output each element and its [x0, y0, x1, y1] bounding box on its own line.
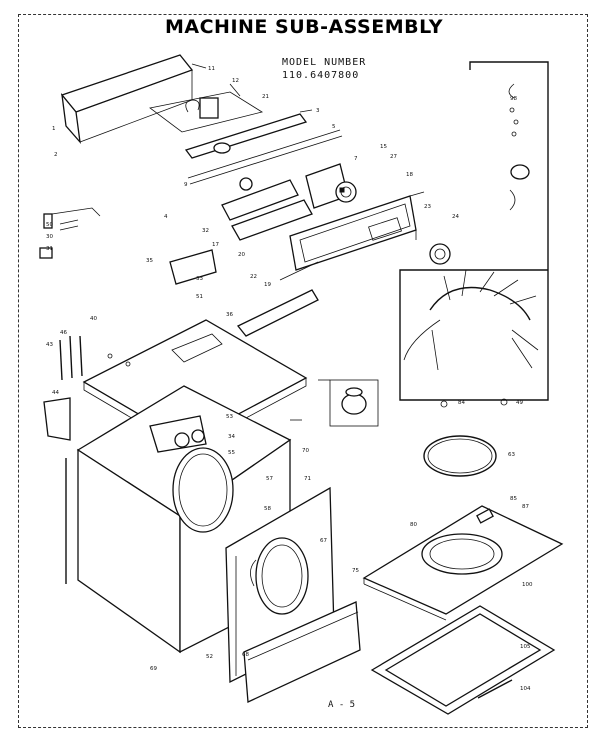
harness-bracket	[149, 91, 264, 133]
console-rear-panel	[60, 54, 194, 145]
callout-36: 36	[226, 312, 233, 318]
callout-100: 100	[522, 582, 533, 588]
toe-kick-panel	[243, 601, 361, 703]
callout-57: 57	[266, 476, 273, 482]
callout-21: 21	[262, 94, 269, 100]
callout-5: 5	[332, 124, 336, 130]
callout-33: 33	[196, 276, 203, 282]
control-components	[213, 142, 357, 241]
callout-69: 69	[150, 666, 157, 672]
callout-32: 32	[202, 228, 209, 234]
left-fasteners	[43, 335, 83, 441]
callout-71: 71	[304, 476, 311, 482]
model-number-label: MODEL NUMBER	[282, 57, 367, 68]
drain-filter	[329, 379, 379, 427]
diagram-title: MACHINE SUB-ASSEMBLY	[165, 16, 443, 38]
wiring-harness	[403, 269, 539, 408]
callout-40: 40	[90, 316, 97, 322]
control-panel	[289, 195, 451, 271]
callout-17: 17	[212, 242, 219, 248]
callout-labels: 11 12 21 3 5 7 15 27 18 24 23 32 17 20 2…	[46, 66, 533, 692]
callout-20: 20	[238, 252, 245, 258]
hardware-inset	[399, 61, 549, 401]
callout-70: 70	[302, 448, 309, 454]
callout-63: 63	[508, 452, 515, 458]
callout-7: 7	[354, 156, 358, 162]
callout-67: 67	[320, 538, 327, 544]
access-door-assembly	[362, 505, 564, 621]
console-end-bracket	[169, 249, 319, 337]
callout-11: 11	[208, 66, 215, 72]
callout-1: 1	[52, 126, 56, 132]
callout-35: 35	[146, 258, 153, 264]
callout-84: 84	[458, 400, 465, 406]
door-seal-ring	[423, 435, 497, 477]
sheet-border	[18, 14, 588, 728]
callout-34: 34	[228, 434, 235, 440]
callout-75: 75	[352, 568, 359, 574]
callout-24: 24	[452, 214, 459, 220]
callout-85: 85	[510, 496, 517, 502]
callout-98: 98	[510, 96, 517, 102]
callout-3: 3	[316, 108, 320, 114]
callout-50: 50	[46, 222, 53, 228]
callout-19: 19	[264, 282, 271, 288]
door-frame	[370, 605, 556, 715]
callout-leaders	[191, 63, 425, 421]
callout-22: 22	[250, 274, 257, 280]
callout-23: 23	[424, 204, 431, 210]
page-reference: A - 5	[328, 700, 356, 710]
callout-52: 52	[206, 654, 213, 660]
callout-12: 12	[232, 78, 239, 84]
callout-55: 55	[228, 450, 235, 456]
callout-53: 53	[226, 414, 233, 420]
callout-87: 87	[522, 504, 529, 510]
callout-43: 43	[46, 342, 53, 348]
callout-31: 31	[46, 246, 53, 252]
callout-44: 44	[52, 390, 59, 396]
callout-49: 49	[516, 400, 523, 406]
callout-51: 51	[196, 294, 203, 300]
callout-105: 105	[520, 644, 531, 650]
lid-switch-parts	[39, 207, 101, 259]
callout-80: 80	[410, 522, 417, 528]
callout-27: 27	[390, 154, 397, 160]
callout-2: 2	[54, 152, 58, 158]
callout-18: 18	[406, 172, 413, 178]
callout-15: 15	[380, 144, 387, 150]
callout-4: 4	[164, 214, 168, 220]
model-number-value: 110.6407800	[282, 70, 360, 81]
callout-46: 46	[60, 330, 67, 336]
callout-104: 104	[520, 686, 531, 692]
callout-9: 9	[184, 182, 188, 188]
callout-30: 30	[46, 234, 53, 240]
callout-58: 58	[264, 506, 271, 512]
callout-68: 68	[242, 652, 249, 658]
